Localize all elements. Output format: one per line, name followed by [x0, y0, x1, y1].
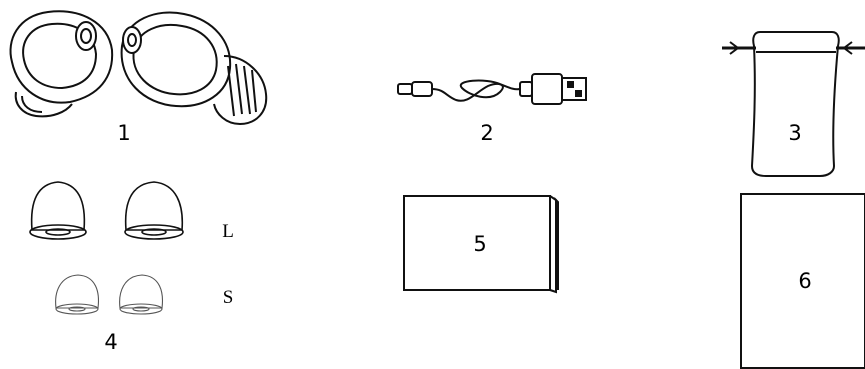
- item-number-6: 6: [798, 269, 811, 293]
- ear-tips-icon: [29, 181, 184, 315]
- usb-cable-icon: [397, 73, 587, 105]
- box-icon: [740, 193, 865, 369]
- item-number-4: 4: [104, 330, 117, 354]
- item-number-3: 3: [788, 121, 801, 145]
- ear-tip-size-small: S: [223, 287, 234, 308]
- item-number-2: 2: [480, 121, 493, 145]
- item-number-5: 5: [473, 232, 486, 256]
- pouch-icon: [722, 31, 865, 177]
- ear-tip-size-large: L: [222, 221, 234, 242]
- item-number-1: 1: [117, 121, 130, 145]
- earbuds-icon: [9, 10, 268, 126]
- manual-icon: [403, 195, 559, 294]
